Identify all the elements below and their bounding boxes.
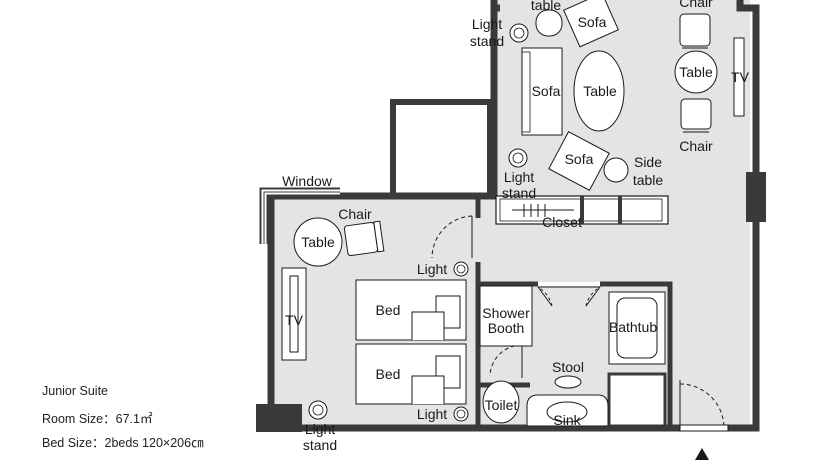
- light-upper-label: Light: [417, 261, 447, 277]
- light-upper-icon: [453, 261, 469, 277]
- closet-label: Closet: [542, 214, 582, 230]
- bed-2-label: Bed: [376, 366, 401, 382]
- walls: [267, 0, 760, 432]
- light-stand-top-icon: [509, 23, 529, 43]
- light-lower-icon: [453, 406, 469, 422]
- table-bedroom-label: Table: [301, 234, 335, 250]
- wall-pillar-right: [746, 172, 766, 222]
- room-size: Room Size：67.1㎡: [42, 412, 153, 426]
- bathtub-label: Bathtub: [609, 319, 657, 335]
- side-table-right: Side table: [603, 154, 664, 188]
- partitions: [475, 196, 673, 428]
- shower-label-2: Booth: [488, 320, 525, 336]
- light-stand-top-label-2: stand: [470, 33, 504, 49]
- chair-bedroom-label: Chair: [338, 206, 372, 222]
- light-stand-mid-icon: [508, 148, 528, 168]
- light-stand-bottom-label-1: Light: [305, 421, 335, 437]
- chair-top-right: Chair: [679, 0, 713, 49]
- toilet-label: Toilet: [485, 397, 518, 413]
- table-right: Table: [674, 50, 718, 94]
- entrance-arrow: [695, 448, 709, 460]
- chair-top-right-label: Chair: [679, 0, 713, 10]
- doors: [431, 215, 725, 429]
- wall-pillar-bottom-left: [256, 404, 302, 432]
- window: [259, 187, 340, 244]
- shower-booth: Shower Booth: [479, 285, 533, 347]
- sofa-small-top: Sofa: [563, 0, 619, 48]
- service-shaft: [390, 99, 493, 199]
- cabinet: [607, 372, 667, 428]
- sofa-angled: Sofa: [548, 130, 610, 192]
- table-bedroom: Table: [293, 217, 343, 267]
- entrance: [679, 424, 729, 432]
- light-stand-top-label-1: Light: [472, 16, 502, 32]
- side-table-label-2: table: [633, 172, 664, 188]
- table-top-label: table: [531, 0, 562, 13]
- side-table-top: [535, 9, 563, 37]
- tv-bedroom-label: TV: [285, 312, 304, 328]
- sink-label: Sink: [553, 412, 581, 428]
- table-center: Table: [573, 50, 625, 132]
- window-label: Window: [282, 173, 333, 189]
- tv-right: TV: [731, 37, 750, 117]
- side-table-label-1: Side: [634, 154, 662, 170]
- closet: [495, 195, 669, 225]
- light-stand-mid-label-1: Light: [504, 169, 534, 185]
- sofa-left-label: Sofa: [532, 83, 561, 99]
- bed-size: Bed Size：2beds 120×206㎝: [42, 436, 204, 450]
- chair-right-label: Chair: [679, 138, 713, 154]
- bathtub: Bathtub: [608, 291, 666, 365]
- light-stand-mid-label-2: stand: [502, 185, 536, 201]
- bed-1: Bed: [355, 279, 467, 341]
- table-right-label: Table: [679, 64, 713, 80]
- sofa-left: Sofa: [521, 47, 563, 136]
- chair-right: Chair: [679, 98, 713, 154]
- chair-bedroom: Chair: [338, 206, 385, 257]
- bed-2: Bed: [355, 343, 467, 405]
- table-center-label: Table: [583, 83, 617, 99]
- tv-right-label: TV: [731, 69, 750, 85]
- room-title: Junior Suite: [42, 384, 109, 398]
- sofa-small-top-label: Sofa: [578, 14, 607, 30]
- shower-label-1: Shower: [482, 305, 530, 321]
- light-stand-bottom-label-2: stand: [303, 437, 337, 453]
- light-lower-label: Light: [417, 406, 447, 422]
- sink: Sink: [526, 394, 609, 428]
- bed-1-label: Bed: [376, 302, 401, 318]
- toilet: Toilet: [482, 380, 520, 424]
- stool: Stool: [552, 359, 584, 389]
- sofa-angled-label: Sofa: [565, 151, 594, 167]
- stool-label: Stool: [552, 359, 584, 375]
- tv-bedroom: TV: [281, 267, 307, 361]
- light-stand-bottom-icon: [308, 400, 328, 420]
